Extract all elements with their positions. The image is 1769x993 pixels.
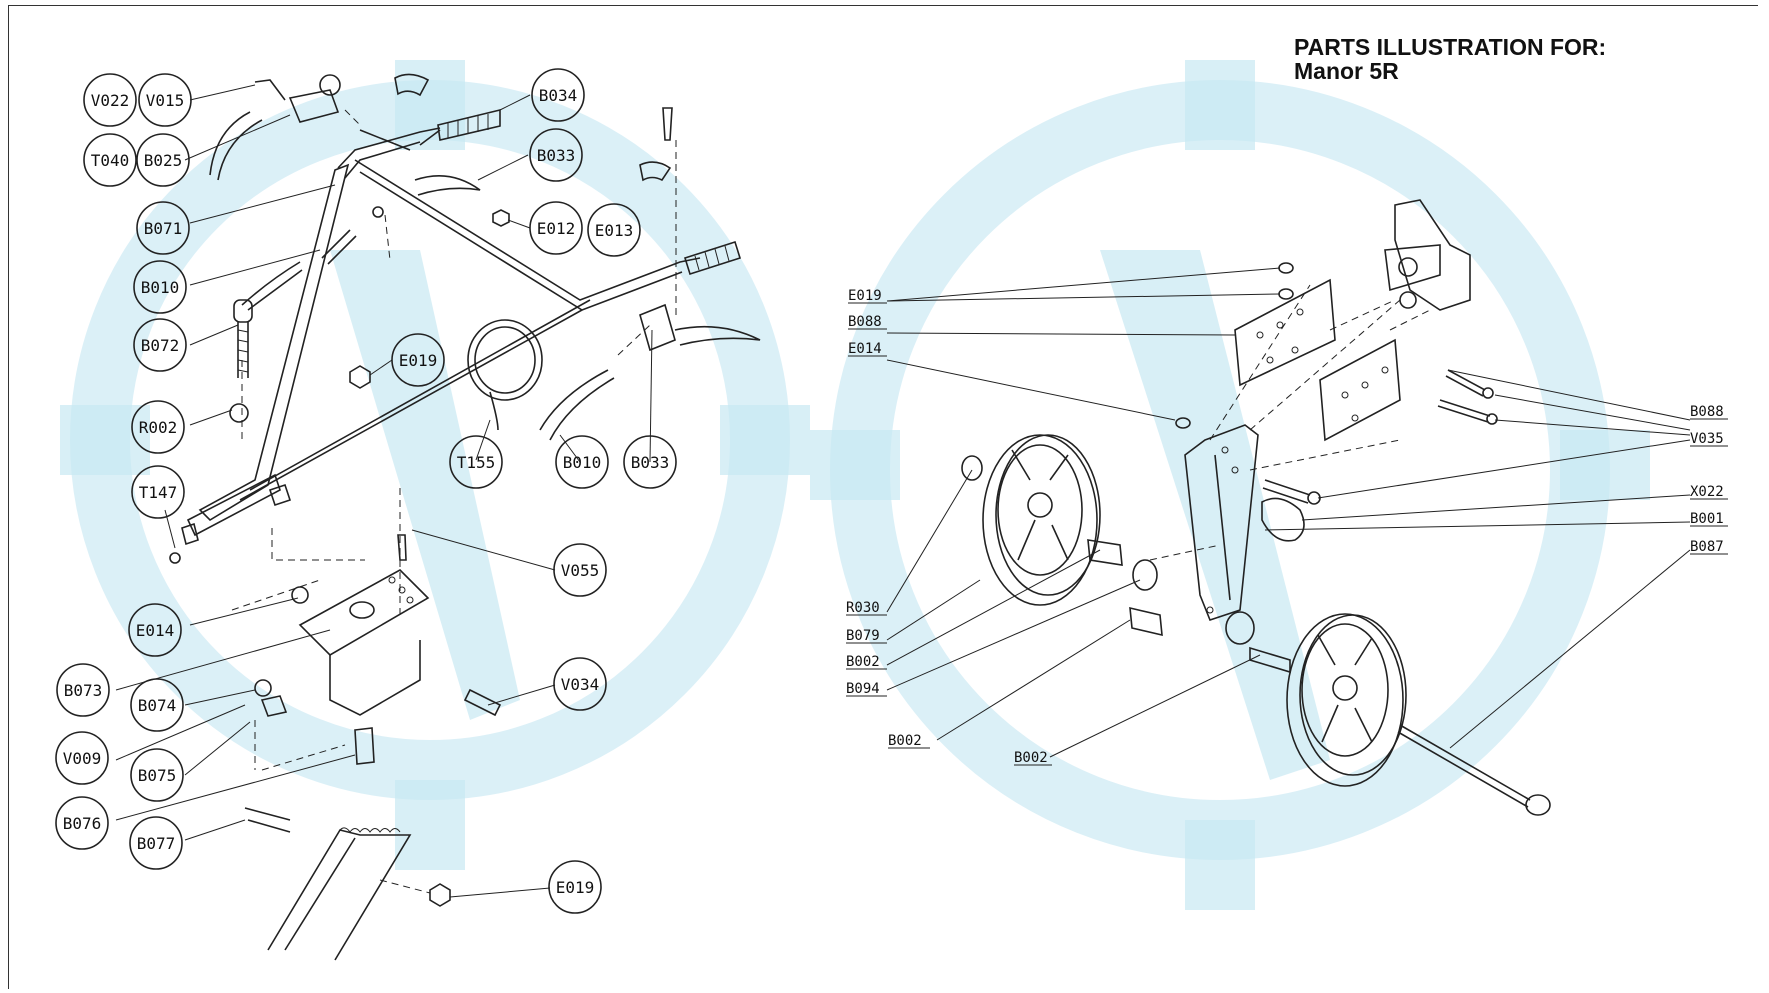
- label-b088-left: B088: [848, 314, 882, 330]
- svg-text:V022: V022: [91, 91, 130, 110]
- svg-text:B034: B034: [539, 86, 578, 105]
- svg-text:E013: E013: [595, 221, 634, 240]
- engine-mount-bracket: [244, 534, 502, 961]
- callout-r002: R002: [131, 400, 185, 454]
- label-x022: X022: [1690, 484, 1724, 500]
- callout-b010-left: B010: [133, 260, 187, 314]
- label-b002-a: B002: [846, 654, 880, 670]
- svg-text:E019: E019: [556, 878, 595, 897]
- svg-text:B075: B075: [138, 766, 177, 785]
- callout-b033-top: B033: [529, 128, 583, 182]
- callouts-left: V022 V015 T040 B025 B034 B033 B071 E012 …: [55, 68, 677, 914]
- construction-lines-left: [231, 109, 677, 894]
- callout-v034: V034: [553, 657, 607, 711]
- callout-b074: B074: [130, 678, 184, 732]
- callout-b071: B071: [136, 201, 190, 255]
- svg-text:B073: B073: [64, 681, 103, 700]
- callout-e012: E012: [529, 201, 583, 255]
- svg-text:B076: B076: [63, 814, 102, 833]
- leaders-left: [115, 84, 653, 898]
- page-title: PARTS ILLUSTRATION FOR: Manor 5R: [1294, 35, 1606, 83]
- label-b001: B001: [1690, 511, 1724, 527]
- label-b087: B087: [1690, 539, 1724, 555]
- callout-v055: V055: [553, 543, 607, 597]
- callout-b076: B076: [55, 796, 109, 850]
- svg-text:B077: B077: [137, 834, 176, 853]
- svg-text:B010: B010: [141, 278, 180, 297]
- svg-text:V009: V009: [63, 749, 102, 768]
- callout-b025: B025: [136, 133, 190, 187]
- callout-e019-mid: E019: [391, 333, 445, 387]
- svg-text:T155: T155: [457, 453, 496, 472]
- callout-b033-right: B033: [623, 435, 677, 489]
- labels-right: E019 B088 E014 B088 V035 X022 B001 B087 …: [846, 288, 1728, 766]
- callout-t155: T155: [449, 435, 503, 489]
- label-e014-right: E014: [848, 341, 882, 357]
- callout-b034: B034: [531, 68, 585, 122]
- wheel-assembly: [961, 199, 1551, 816]
- label-b002-c: B002: [1014, 750, 1048, 766]
- svg-text:B033: B033: [631, 453, 670, 472]
- svg-text:T040: T040: [91, 151, 130, 170]
- svg-text:B074: B074: [138, 696, 177, 715]
- label-b088-right: B088: [1690, 404, 1724, 420]
- callout-e019-bottom: E019: [548, 860, 602, 914]
- label-b079: B079: [846, 628, 880, 644]
- callout-e013: E013: [587, 203, 641, 257]
- svg-text:B072: B072: [141, 336, 180, 355]
- callout-b072: B072: [133, 318, 187, 372]
- callout-v022: V022: [83, 73, 137, 127]
- svg-text:E012: E012: [537, 219, 576, 238]
- svg-text:V034: V034: [561, 675, 600, 694]
- label-b002-b: B002: [888, 733, 922, 749]
- svg-text:V015: V015: [146, 91, 185, 110]
- handlebar-assembly: [169, 73, 761, 564]
- svg-text:E019: E019: [399, 351, 438, 370]
- svg-text:B033: B033: [537, 146, 576, 165]
- watermark-gear: [60, 60, 1650, 910]
- svg-text:B071: B071: [144, 219, 183, 238]
- svg-text:B010: B010: [563, 453, 602, 472]
- svg-text:T147: T147: [139, 483, 178, 502]
- svg-text:B025: B025: [144, 151, 183, 170]
- label-b094: B094: [846, 681, 880, 697]
- label-e019: E019: [848, 288, 882, 304]
- svg-text:E014: E014: [136, 621, 175, 640]
- diagram-frame: [8, 5, 1758, 989]
- label-v035: V035: [1690, 431, 1724, 447]
- callout-b075: B075: [130, 748, 184, 802]
- leaders-right: [886, 267, 1691, 758]
- callout-v009: V009: [55, 731, 109, 785]
- svg-text:R002: R002: [139, 418, 178, 437]
- svg-text:V055: V055: [561, 561, 600, 580]
- label-r030: R030: [846, 600, 880, 616]
- title-line-2: Manor 5R: [1294, 58, 1399, 84]
- callout-b077: B077: [129, 816, 183, 870]
- callout-t147: T147: [131, 465, 185, 519]
- callout-t040: T040: [83, 133, 137, 187]
- callout-b073: B073: [56, 663, 110, 717]
- callout-b010-right: B010: [555, 435, 609, 489]
- construction-lines-right: [1149, 284, 1431, 561]
- callout-v015: V015: [138, 73, 192, 127]
- title-line-1: PARTS ILLUSTRATION FOR:: [1294, 34, 1607, 60]
- callout-e014-left: E014: [128, 603, 182, 657]
